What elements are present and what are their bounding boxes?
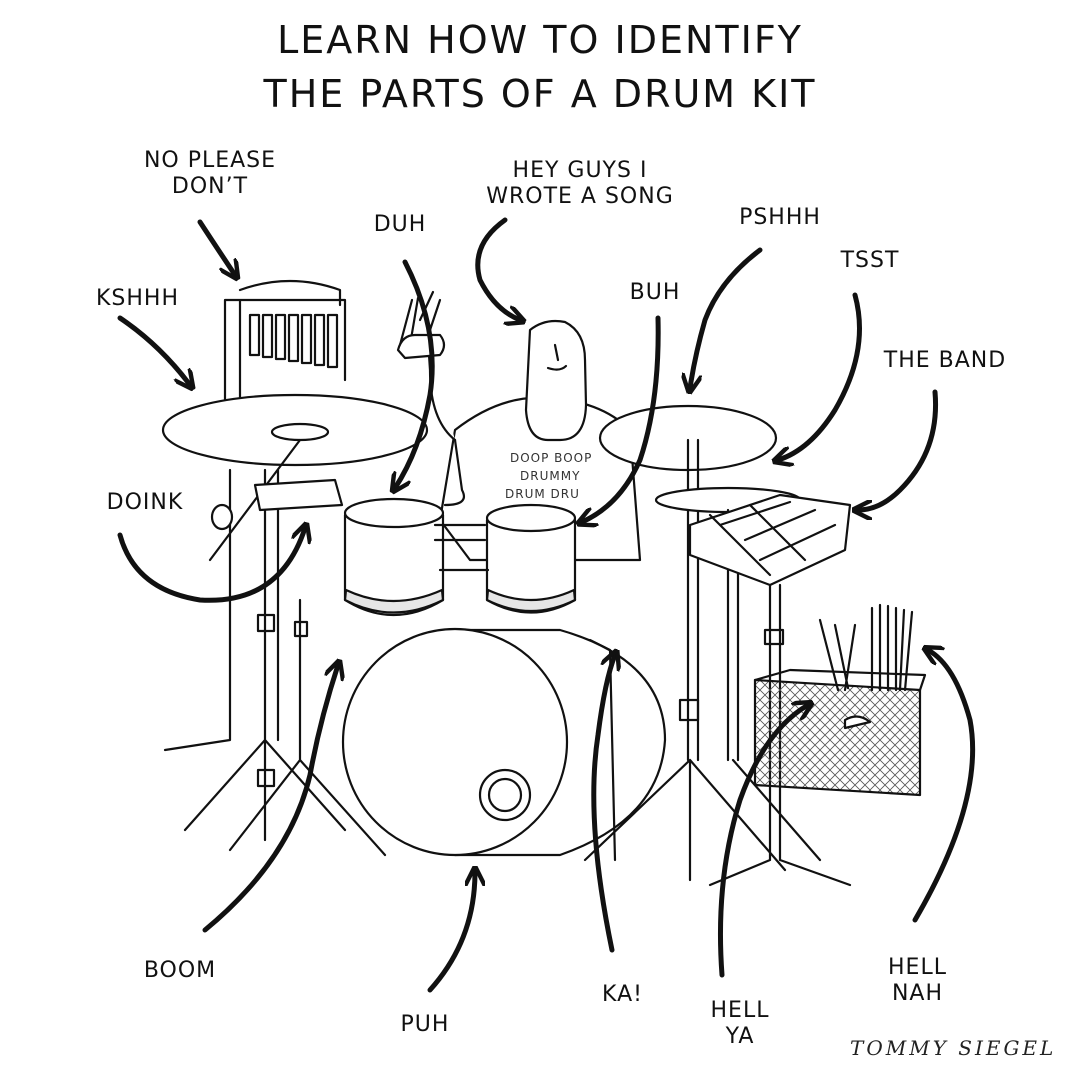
- label-the-band: THE BAND: [883, 348, 1007, 373]
- label-doink: DOINK: [106, 490, 184, 515]
- shirt-text-3: DRUM DRU: [505, 487, 580, 501]
- label-hell-ya: HELL YA: [695, 998, 785, 1050]
- label-no-please-dont: NO PLEASE DON’T: [130, 148, 290, 200]
- label-boom: BOOM: [143, 958, 217, 983]
- label-hey-guys-line2: WROTE A SONG: [486, 184, 674, 209]
- label-hell-nah-line2: NAH: [891, 981, 944, 1006]
- label-ka: KA!: [602, 982, 643, 1007]
- drummer: DOOP BOOP DRUMMY DRUM DRU: [396, 290, 642, 562]
- rack-tom-right: [485, 503, 577, 614]
- label-no-please-dont-line2: DON’T: [171, 174, 249, 199]
- label-no-please-dont-line1: NO PLEASE: [143, 148, 277, 173]
- label-hell-ya-line1: HELL: [710, 998, 770, 1023]
- label-hell-nah: HELL NAH: [870, 955, 965, 1007]
- left-stands: [163, 468, 387, 857]
- label-puh: PUH: [400, 1012, 450, 1037]
- label-hell-nah-line1: HELL: [888, 955, 947, 980]
- label-kshhh: KSHHH: [95, 286, 180, 311]
- cowbell: [210, 478, 344, 531]
- title-line-2: THE PARTS OF A DRUM KIT: [263, 72, 817, 116]
- kick-drum: [341, 627, 667, 862]
- label-arrows: [117, 217, 976, 993]
- label-pshhh: PSHHH: [739, 205, 821, 230]
- label-hey-guys-line1: HEY GUYS I: [512, 158, 648, 183]
- label-buh: BUH: [629, 280, 681, 305]
- artist-signature: TOMMY SIEGEL: [850, 1036, 1057, 1060]
- rack-tom-left: [343, 497, 445, 616]
- title-line-1: LEARN HOW TO IDENTIFY: [277, 18, 803, 62]
- crash-cymbal: [161, 393, 429, 562]
- shirt-text-2: DRUMMY: [520, 469, 580, 483]
- shirt-text-1: DOOP BOOP: [510, 451, 592, 465]
- label-hell-ya-line2: YA: [725, 1024, 755, 1049]
- label-duh: DUH: [373, 212, 427, 237]
- label-hey-guys: HEY GUYS I WROTE A SONG: [470, 158, 690, 210]
- label-tsst: TSST: [840, 248, 900, 273]
